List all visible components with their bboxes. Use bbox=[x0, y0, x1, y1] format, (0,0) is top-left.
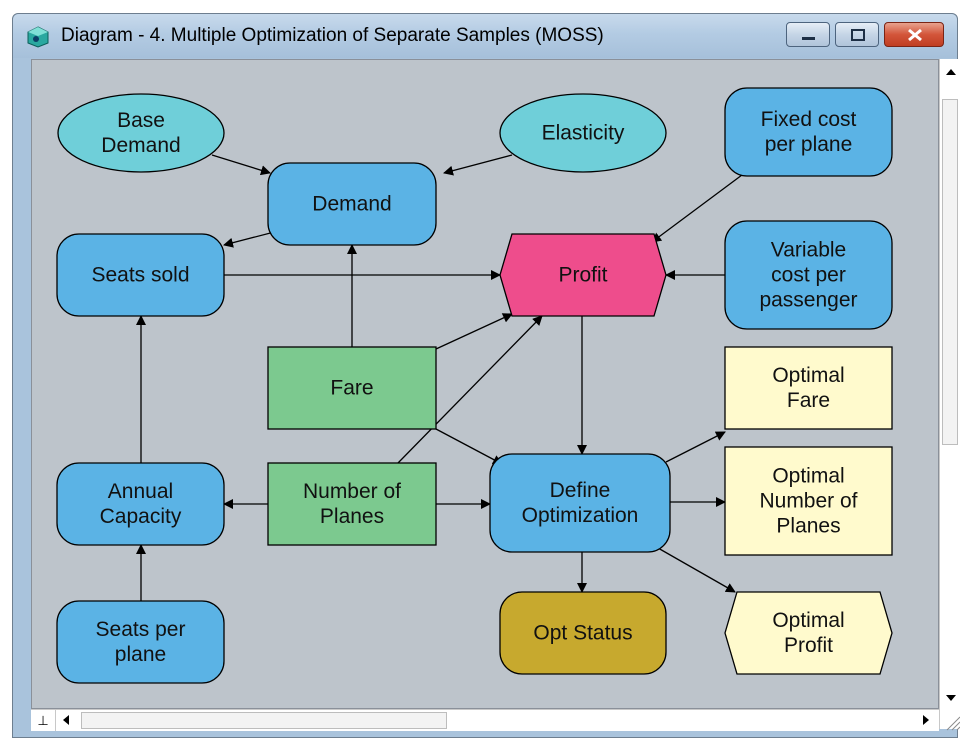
node-label: Elasticity bbox=[542, 122, 625, 145]
arrow-fixed-cost-to-profit bbox=[651, 171, 747, 243]
restore-icon bbox=[851, 29, 865, 41]
diagram-window: Diagram - 4. Multiple Optimization of Se… bbox=[12, 13, 960, 738]
analytica-app-icon[interactable] bbox=[27, 26, 49, 48]
node-elasticity[interactable]: Elasticity bbox=[499, 93, 667, 173]
close-button[interactable] bbox=[884, 22, 944, 47]
node-label: Seats sold bbox=[91, 264, 189, 287]
node-label: Optimal bbox=[772, 364, 844, 387]
arrow-fare-to-profit bbox=[435, 313, 513, 350]
node-label: Base bbox=[117, 109, 165, 132]
arrow-number-of-planes-to-profit bbox=[397, 315, 543, 464]
node-label: Optimal bbox=[772, 609, 844, 632]
node-label: Planes bbox=[776, 515, 840, 538]
node-label: Demand bbox=[312, 193, 391, 216]
node-fare[interactable]: Fare bbox=[267, 346, 437, 430]
arrow-elasticity-to-demand bbox=[443, 154, 513, 176]
close-icon bbox=[908, 28, 922, 42]
node-label: Optimization bbox=[522, 504, 639, 527]
node-label: cost per bbox=[771, 264, 846, 287]
node-label: Planes bbox=[320, 505, 384, 528]
arrow-define-optimization-to-optimal-profit bbox=[657, 547, 736, 593]
node-opt-status[interactable]: Opt Status bbox=[499, 591, 667, 675]
node-label: Fixed cost bbox=[761, 108, 857, 131]
title-bar[interactable]: Diagram - 4. Multiple Optimization of Se… bbox=[13, 14, 957, 58]
node-label: plane bbox=[115, 643, 166, 666]
node-label: Define bbox=[550, 479, 611, 502]
anchor-icon[interactable]: ⊥ bbox=[31, 710, 56, 731]
node-label: Capacity bbox=[100, 505, 182, 528]
node-label: Number of bbox=[303, 480, 401, 503]
node-label: Fare bbox=[787, 389, 830, 412]
horizontal-scroll-thumb[interactable] bbox=[81, 712, 447, 729]
node-demand[interactable]: Demand bbox=[267, 162, 437, 246]
node-label: Demand bbox=[101, 134, 180, 157]
node-label: Opt Status bbox=[533, 622, 632, 645]
scroll-down-icon[interactable] bbox=[942, 689, 960, 707]
minimize-button[interactable] bbox=[786, 22, 830, 47]
node-profit[interactable]: Profit bbox=[499, 233, 667, 317]
vertical-scroll-thumb[interactable] bbox=[942, 99, 958, 445]
node-label: per plane bbox=[765, 133, 853, 156]
node-label: Number of bbox=[759, 490, 857, 513]
scroll-left-icon[interactable] bbox=[57, 711, 75, 729]
scroll-up-icon[interactable] bbox=[942, 63, 960, 81]
arrow-fare-to-define-optimization bbox=[435, 428, 503, 465]
node-label: Seats per bbox=[96, 618, 186, 641]
node-label: Annual bbox=[108, 480, 173, 503]
node-label: Variable bbox=[771, 239, 847, 262]
node-label: Profit bbox=[558, 264, 607, 287]
minimize-icon bbox=[802, 37, 815, 40]
maximize-button[interactable] bbox=[835, 22, 879, 47]
node-label: passenger bbox=[759, 289, 857, 312]
horizontal-scrollbar[interactable]: ⊥ bbox=[31, 709, 939, 731]
node-label: Optimal bbox=[772, 465, 844, 488]
node-label: Fare bbox=[330, 377, 373, 400]
vertical-scrollbar[interactable] bbox=[939, 59, 960, 729]
arrow-base-demand-to-demand bbox=[211, 154, 271, 176]
scroll-right-icon[interactable] bbox=[917, 711, 935, 729]
node-label: Profit bbox=[784, 634, 833, 657]
arrow-define-optimization-to-optimal-fare bbox=[665, 431, 726, 463]
window-title: Diagram - 4. Multiple Optimization of Se… bbox=[61, 25, 604, 46]
resize-grip-icon[interactable] bbox=[941, 711, 960, 731]
node-seats-sold[interactable]: Seats sold bbox=[56, 233, 225, 317]
